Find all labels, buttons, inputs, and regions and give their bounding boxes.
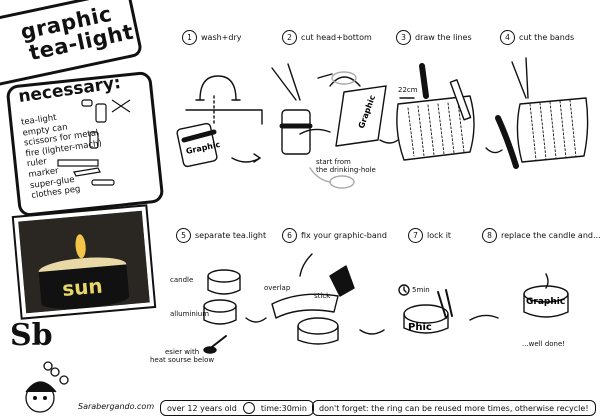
footer-tip-box: don't forget: the ring can be reused mor…: [312, 400, 596, 416]
marker-draw-icon: [419, 63, 429, 99]
arrow-icon: [359, 329, 385, 335]
aluminium-note: alluminium: [170, 310, 210, 318]
graphic-band-icon: [271, 293, 339, 319]
arrow-icon: [245, 317, 267, 323]
final-graphic-label: Graphic: [526, 297, 565, 307]
bands-sheet-icon: [516, 97, 589, 163]
measure-note: 22cm: [398, 86, 418, 94]
locked-ring-icon: [403, 313, 449, 334]
ruler-draw-icon: [449, 79, 472, 121]
clothes-peg-icon: [437, 289, 453, 319]
time-5min-note: 5min: [412, 286, 430, 294]
ruler-icon: [57, 159, 99, 167]
tip-text: don't forget: the ring can be reused mor…: [319, 403, 589, 413]
can-cut-icon: [279, 109, 313, 155]
overlap-note: overlap: [264, 284, 291, 292]
scissors-icon: [111, 99, 131, 113]
lighter-icon: [89, 131, 99, 149]
marker-icon: [73, 167, 101, 177]
scissors-band-icon: [511, 57, 529, 99]
ring-icon: [297, 325, 339, 345]
scissors-cut-icon: [271, 63, 301, 101]
tealight-top-icon: [207, 269, 241, 283]
glue-icon: [91, 179, 115, 186]
clock-icon: [398, 284, 410, 296]
arrow-icon: [485, 147, 503, 154]
metal-sheet-icon: [335, 85, 387, 147]
arrow-icon: [469, 314, 499, 321]
photo-can-label: sun: [61, 274, 103, 301]
arrow-icon: [379, 139, 399, 144]
clock-icon: [242, 402, 255, 414]
arrow-icon: [299, 253, 313, 277]
well-done-note: ...well done!: [522, 340, 566, 348]
logo-monogram: Sb: [10, 318, 53, 353]
can-wash-icon: [176, 122, 218, 168]
stick-note: stick: [314, 292, 331, 300]
start-from-note: start from the drinking-hole: [316, 158, 376, 174]
faucet-icon: [185, 75, 263, 125]
tealight-icon: [81, 99, 93, 107]
footer-info-box: over 12 years old time:30min: [160, 400, 314, 416]
heat-note: esier with heat sourse below: [150, 348, 215, 364]
flame-icon: [545, 273, 549, 289]
spoon-icon: [203, 346, 217, 354]
time-text: time:30min: [260, 403, 307, 413]
glue-tube-icon: [329, 265, 355, 297]
band-strip-icon: [495, 115, 519, 169]
can-icon: [95, 103, 107, 123]
lock-ring-label: Phic: [408, 322, 432, 333]
site-url[interactable]: Sarabergando.com: [78, 402, 155, 411]
arrow-icon: [299, 128, 331, 135]
sheet-lines-icon: [396, 95, 475, 161]
age-text: over 12 years old: [167, 403, 237, 413]
candle-note: candle: [170, 276, 194, 284]
flame-icon: [75, 234, 86, 259]
tealight-photo: sun: [13, 206, 155, 318]
arrow-icon: [329, 76, 361, 87]
final-tealight-icon: [523, 293, 569, 318]
